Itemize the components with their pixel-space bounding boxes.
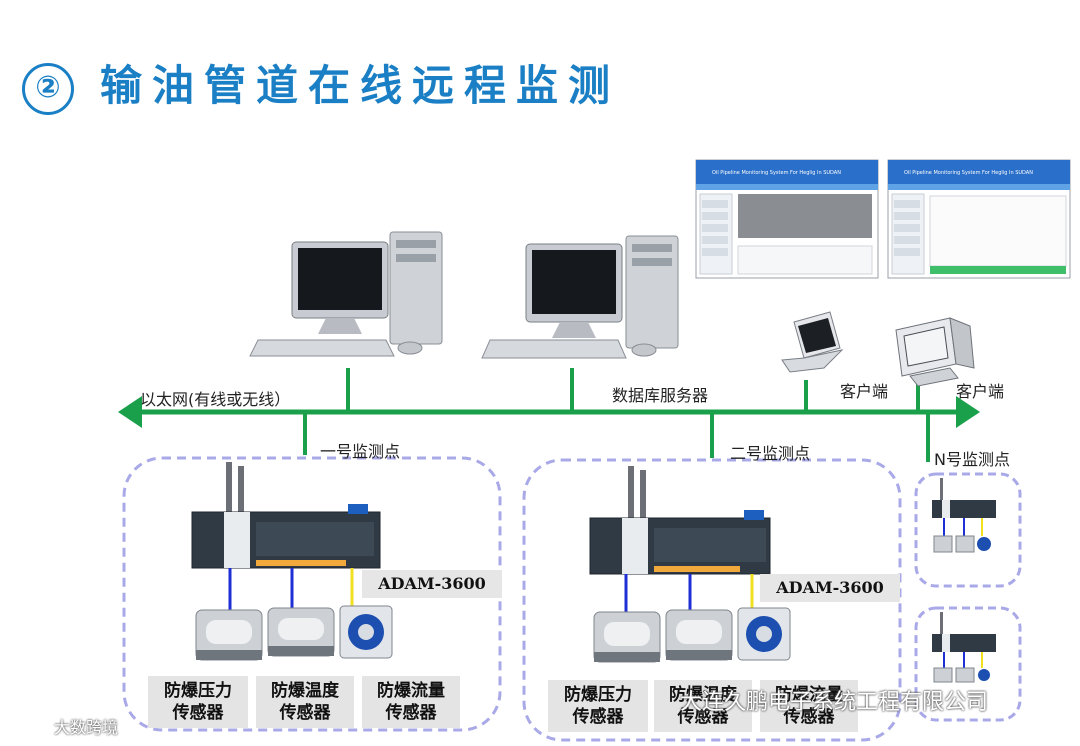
station-2-box <box>522 458 902 742</box>
source-watermark: 大数跨境 <box>54 718 119 737</box>
sensor-label-flow-1: 防爆流量 传感器 <box>362 676 460 728</box>
device-2-label: ADAM-3600 <box>760 574 900 602</box>
crt-client-icon <box>895 317 975 387</box>
pressure-sensor-2-icon <box>593 611 661 663</box>
title-number: ② <box>22 62 74 115</box>
adam-device-n2-mini <box>932 612 996 683</box>
database-server-computer-icon <box>481 235 679 359</box>
screen-1-title: Oil Pipeline Monitoring System For Hegli… <box>712 170 841 176</box>
laptop-client-icon <box>781 311 844 373</box>
station-n2-box <box>914 606 1022 722</box>
sensor-label-pressure-2: 防爆压力 传感器 <box>548 680 648 732</box>
source-logo-icon <box>20 716 50 732</box>
page-title: ② 输油管道在线远程监测 <box>22 52 620 115</box>
sensor-label-temperature-2: 防爆温度 传感器 <box>654 680 752 732</box>
station-n-label: N号监测点 <box>934 450 1010 469</box>
sensor-label-pressure-1: 防爆压力 传感器 <box>148 676 248 728</box>
device-1-label: ADAM-3600 <box>362 570 502 598</box>
adam-device-2 <box>589 466 771 575</box>
temperature-sensor-1-icon <box>267 607 335 657</box>
flow-sensor-2-icon <box>737 607 791 661</box>
monitoring-screenshot-1 <box>695 159 879 279</box>
flow-sensor-1-icon <box>339 605 393 659</box>
monitoring-screenshot-2 <box>887 159 1071 279</box>
db-server-label: 数据库服务器 <box>612 386 709 405</box>
screen-2-title: Oil Pipeline Monitoring System For Hegli… <box>904 170 1033 176</box>
client-label-2: 客户端 <box>956 382 1005 401</box>
adam-device-1 <box>191 462 381 569</box>
client-label-1: 客户端 <box>840 382 889 401</box>
station-2-label: 二号监测点 <box>730 444 811 463</box>
title-text: 输油管道在线远程监测 <box>100 61 621 110</box>
pressure-sensor-1-icon <box>195 609 263 661</box>
workstation-computer-icon <box>249 231 443 357</box>
station-1-label: 一号监测点 <box>320 442 401 461</box>
temperature-sensor-2-icon <box>665 609 733 661</box>
adam-device-n-mini <box>932 478 996 553</box>
station-n-box <box>914 472 1022 588</box>
sensor-label-temperature-1: 防爆温度 传感器 <box>256 676 354 728</box>
company-watermark: 大连久鹏电子系统工程有限公司 <box>680 690 989 715</box>
sensor-label-flow-2: 防爆流量 传感器 <box>760 680 858 732</box>
ethernet-label: 以太网(有线或无线） <box>140 390 291 409</box>
